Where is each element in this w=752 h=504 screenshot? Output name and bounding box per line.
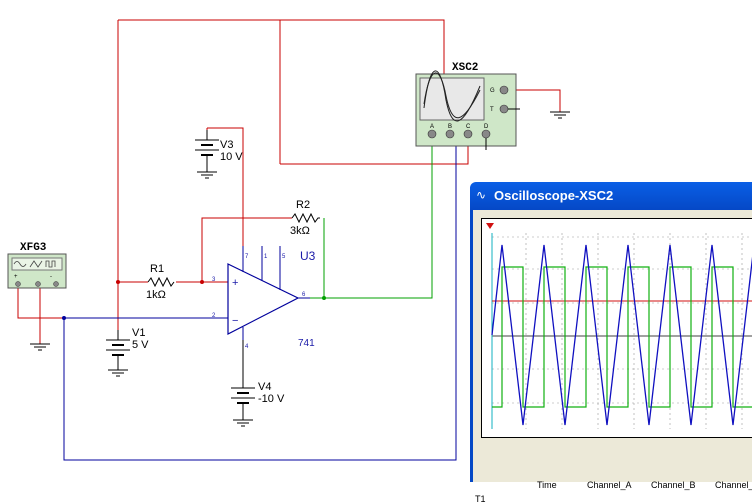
schematic-canvas[interactable]: XFG3 + - V1 5 V — [0, 0, 752, 472]
col-channel-a: Channel_A — [587, 480, 632, 490]
oscilloscope-title: Oscilloscope-XSC2 — [494, 188, 614, 203]
oscilloscope-ref: XSC2 — [452, 62, 478, 74]
channel-a-label: A — [430, 124, 434, 130]
v1-value: 5 V — [132, 339, 149, 351]
opamp-ref: U3 — [300, 249, 316, 263]
oscilloscope-window[interactable]: ∿ Oscilloscope-XSC2 — [470, 182, 752, 504]
col-channel-partial: Channel_ — [715, 480, 752, 490]
pin-6: 6 — [302, 292, 306, 298]
r1-value: 1kΩ — [146, 289, 166, 301]
square-wave-icon — [45, 260, 56, 268]
oscilloscope-symbol[interactable]: XSC2 A B C D G T — [415, 62, 520, 150]
col-channel-b: Channel_B — [651, 480, 696, 490]
r1-ref: R1 — [150, 263, 164, 275]
opamp-minus-sign: − — [232, 315, 238, 327]
trace-channel-a — [491, 244, 752, 426]
oscilloscope-title-bar[interactable]: ∿ Oscilloscope-XSC2 — [470, 182, 752, 210]
v3-ref: V3 — [220, 139, 233, 151]
v4-value: -10 V — [258, 393, 285, 405]
r2-ref: R2 — [296, 199, 310, 211]
v4-ref: V4 — [258, 381, 271, 393]
ground-icon — [30, 343, 50, 351]
battery-v1[interactable]: V1 5 V — [106, 327, 149, 377]
channel-b-label: B — [448, 124, 452, 130]
green-wires — [298, 140, 433, 299]
pin-4: 4 — [245, 344, 249, 350]
trace-channel-b — [492, 266, 752, 408]
oscilloscope-display — [486, 223, 752, 429]
ground-icon — [550, 111, 570, 119]
t1-row-label: T1 — [475, 494, 486, 504]
pin-3: 3 — [212, 277, 216, 283]
triangle-wave-icon — [29, 260, 43, 268]
r2-value: 3kΩ — [290, 225, 310, 237]
pin-5: 5 — [282, 254, 286, 260]
fg-plus-label: + — [14, 274, 18, 280]
oscilloscope-app-icon: ∿ — [476, 188, 487, 202]
t-pin-label: T — [490, 107, 494, 113]
v1-ref: V1 — [132, 327, 145, 339]
battery-v3[interactable]: V3 10 V — [195, 130, 243, 179]
function-generator[interactable]: XFG3 + - — [7, 242, 67, 289]
blue-wires — [63, 140, 457, 461]
opamp-u3[interactable]: + − 3 2 6 7 1 5 4 U3 741 — [212, 246, 316, 350]
resistor-r1[interactable]: R1 1kΩ — [146, 263, 175, 301]
opamp-plus-sign: + — [232, 277, 238, 289]
v3-value: 10 V — [220, 151, 243, 163]
channel-d-label: D — [484, 124, 489, 130]
trigger-marker-icon — [486, 223, 494, 229]
function-generator-ref: XFG3 — [20, 242, 47, 254]
oscilloscope-screen[interactable] — [481, 218, 752, 438]
col-time: Time — [537, 480, 557, 490]
opamp-model: 741 — [298, 338, 315, 349]
pin-2: 2 — [212, 313, 216, 319]
resistor-r2[interactable]: R2 3kΩ — [290, 199, 320, 237]
battery-v4[interactable]: V4 -10 V — [231, 340, 285, 427]
pin-7: 7 — [245, 254, 249, 260]
junction-dots — [62, 280, 326, 320]
g-pin-label: G — [490, 88, 495, 94]
pin-1: 1 — [264, 254, 268, 260]
fg-minus-label: - — [50, 274, 52, 280]
oscilloscope-body: T1 Time Channel_A Channel_B Channel_ — [470, 210, 752, 504]
channel-c-label: C — [466, 124, 471, 130]
sine-wave-icon — [13, 261, 27, 267]
scope-grid — [492, 233, 752, 429]
